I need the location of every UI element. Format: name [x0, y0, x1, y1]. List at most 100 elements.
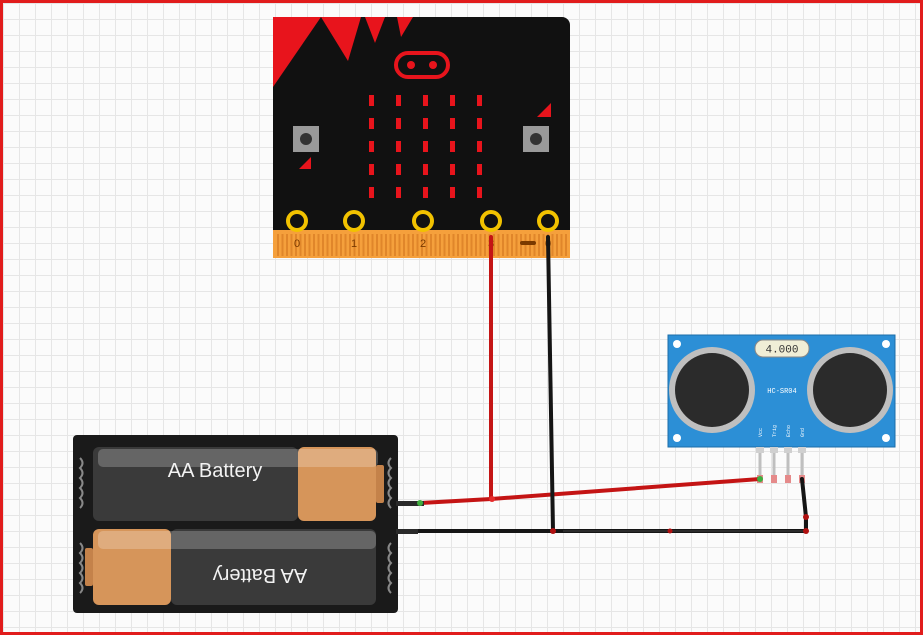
edge-finger [439, 234, 441, 256]
red-sensor-wire[interactable] [401, 477, 762, 506]
led [369, 118, 374, 129]
ultrasonic-sensor[interactable]: 4.000 HC-SR04 Vcc Trig Echo Gnd [667, 334, 896, 483]
edge-finger [430, 234, 432, 256]
pin-0[interactable]: 0 [286, 210, 308, 250]
edge-finger [466, 234, 468, 256]
sensor-pin-trig[interactable]: Trig [770, 425, 778, 483]
sensor-vcc-terminal[interactable] [757, 476, 763, 482]
edge-finger [304, 234, 306, 256]
gnd-marker [520, 241, 536, 245]
pin-header-base [784, 447, 792, 453]
led [423, 118, 428, 129]
pin-pad [286, 210, 308, 232]
spring-right-bottom [387, 542, 393, 594]
sensor-pin-gnd[interactable]: Gnd [798, 428, 806, 483]
pin-label: 2 [420, 238, 426, 250]
pin-1[interactable]: 1 [343, 210, 365, 250]
edge-finger [551, 234, 554, 256]
edge-finger [277, 234, 279, 256]
pin-2[interactable]: 2 [412, 210, 434, 250]
wire-junction [489, 496, 495, 502]
logo-eye [407, 61, 415, 69]
pin-socket [771, 475, 777, 483]
led [450, 95, 455, 106]
pin-header-base [770, 447, 778, 453]
pin-leg [772, 453, 776, 476]
cell-positive-end [298, 447, 376, 521]
cell-body [171, 529, 376, 605]
black-ground-wire[interactable] [546, 235, 555, 533]
battery-top-label: AA Battery [168, 460, 263, 482]
edge-finger [457, 234, 459, 256]
sensor-pin-label: Gnd [800, 428, 806, 437]
edge-finger [403, 234, 405, 256]
led [396, 95, 401, 106]
spring-left-bottom [78, 542, 84, 594]
led [423, 141, 428, 152]
pin-label: 1 [351, 238, 357, 250]
edge-finger [515, 234, 518, 256]
led [477, 95, 482, 106]
cell-terminal [85, 548, 93, 586]
cell-highlight [98, 449, 378, 467]
edge-finger [484, 234, 486, 256]
mount-hole [673, 340, 681, 348]
edge-finger [560, 234, 563, 256]
edge-finger [367, 234, 369, 256]
sensor-pin-echo[interactable]: Echo [784, 425, 792, 483]
edge-finger [493, 234, 495, 256]
battery-cell-bottom[interactable]: AA Battery [85, 529, 376, 605]
led [477, 164, 482, 175]
edge-finger [425, 234, 428, 256]
edge-finger [443, 234, 446, 256]
battery-cell-top[interactable]: AA Battery [93, 447, 384, 521]
battery-pack[interactable]: AA Battery AA Battery [73, 435, 398, 613]
black-sensor-ground-wire[interactable] [401, 477, 808, 533]
edge-finger [344, 234, 347, 256]
button-b[interactable] [523, 103, 551, 152]
mount-hole [882, 434, 890, 442]
crystal-label: 4.000 [765, 345, 798, 357]
sensor-model-label: HC-SR04 [767, 388, 796, 396]
edge-finger [290, 234, 293, 256]
edge-finger [380, 234, 383, 256]
pin-header-base [798, 447, 806, 453]
cell-body [93, 447, 298, 521]
button-a[interactable] [293, 126, 319, 169]
pin-pad [537, 210, 559, 232]
led-matrix [369, 95, 482, 198]
led [396, 118, 401, 129]
edge-finger [353, 234, 356, 256]
pin-leg [786, 453, 790, 476]
microbit-body [273, 17, 570, 258]
edge-finger [358, 234, 360, 256]
battery-positive-terminal[interactable] [417, 500, 423, 506]
mount-hole [882, 340, 890, 348]
mount-hole [673, 434, 681, 442]
edge-finger [565, 234, 567, 256]
edge-finger [322, 234, 324, 256]
edge-finger [434, 234, 437, 256]
edge-finger [506, 234, 509, 256]
pin-leg [800, 453, 804, 476]
pin-pad [412, 210, 434, 232]
wire-junction [550, 528, 556, 534]
edge-finger [407, 234, 410, 256]
edge-finger [295, 234, 297, 256]
edge-finger [281, 234, 284, 256]
edge-finger [371, 234, 374, 256]
led [423, 95, 428, 106]
edge-finger [416, 234, 419, 256]
sensor-pin-vcc[interactable]: Vcc [756, 428, 764, 483]
edge-finger [394, 234, 396, 256]
button-a-marker [299, 157, 311, 169]
led [369, 164, 374, 175]
edge-finger [313, 234, 315, 256]
sensor-pin-label: Echo [786, 425, 792, 437]
edge-finger [556, 234, 558, 256]
led [369, 141, 374, 152]
transducer-mesh [675, 353, 749, 427]
